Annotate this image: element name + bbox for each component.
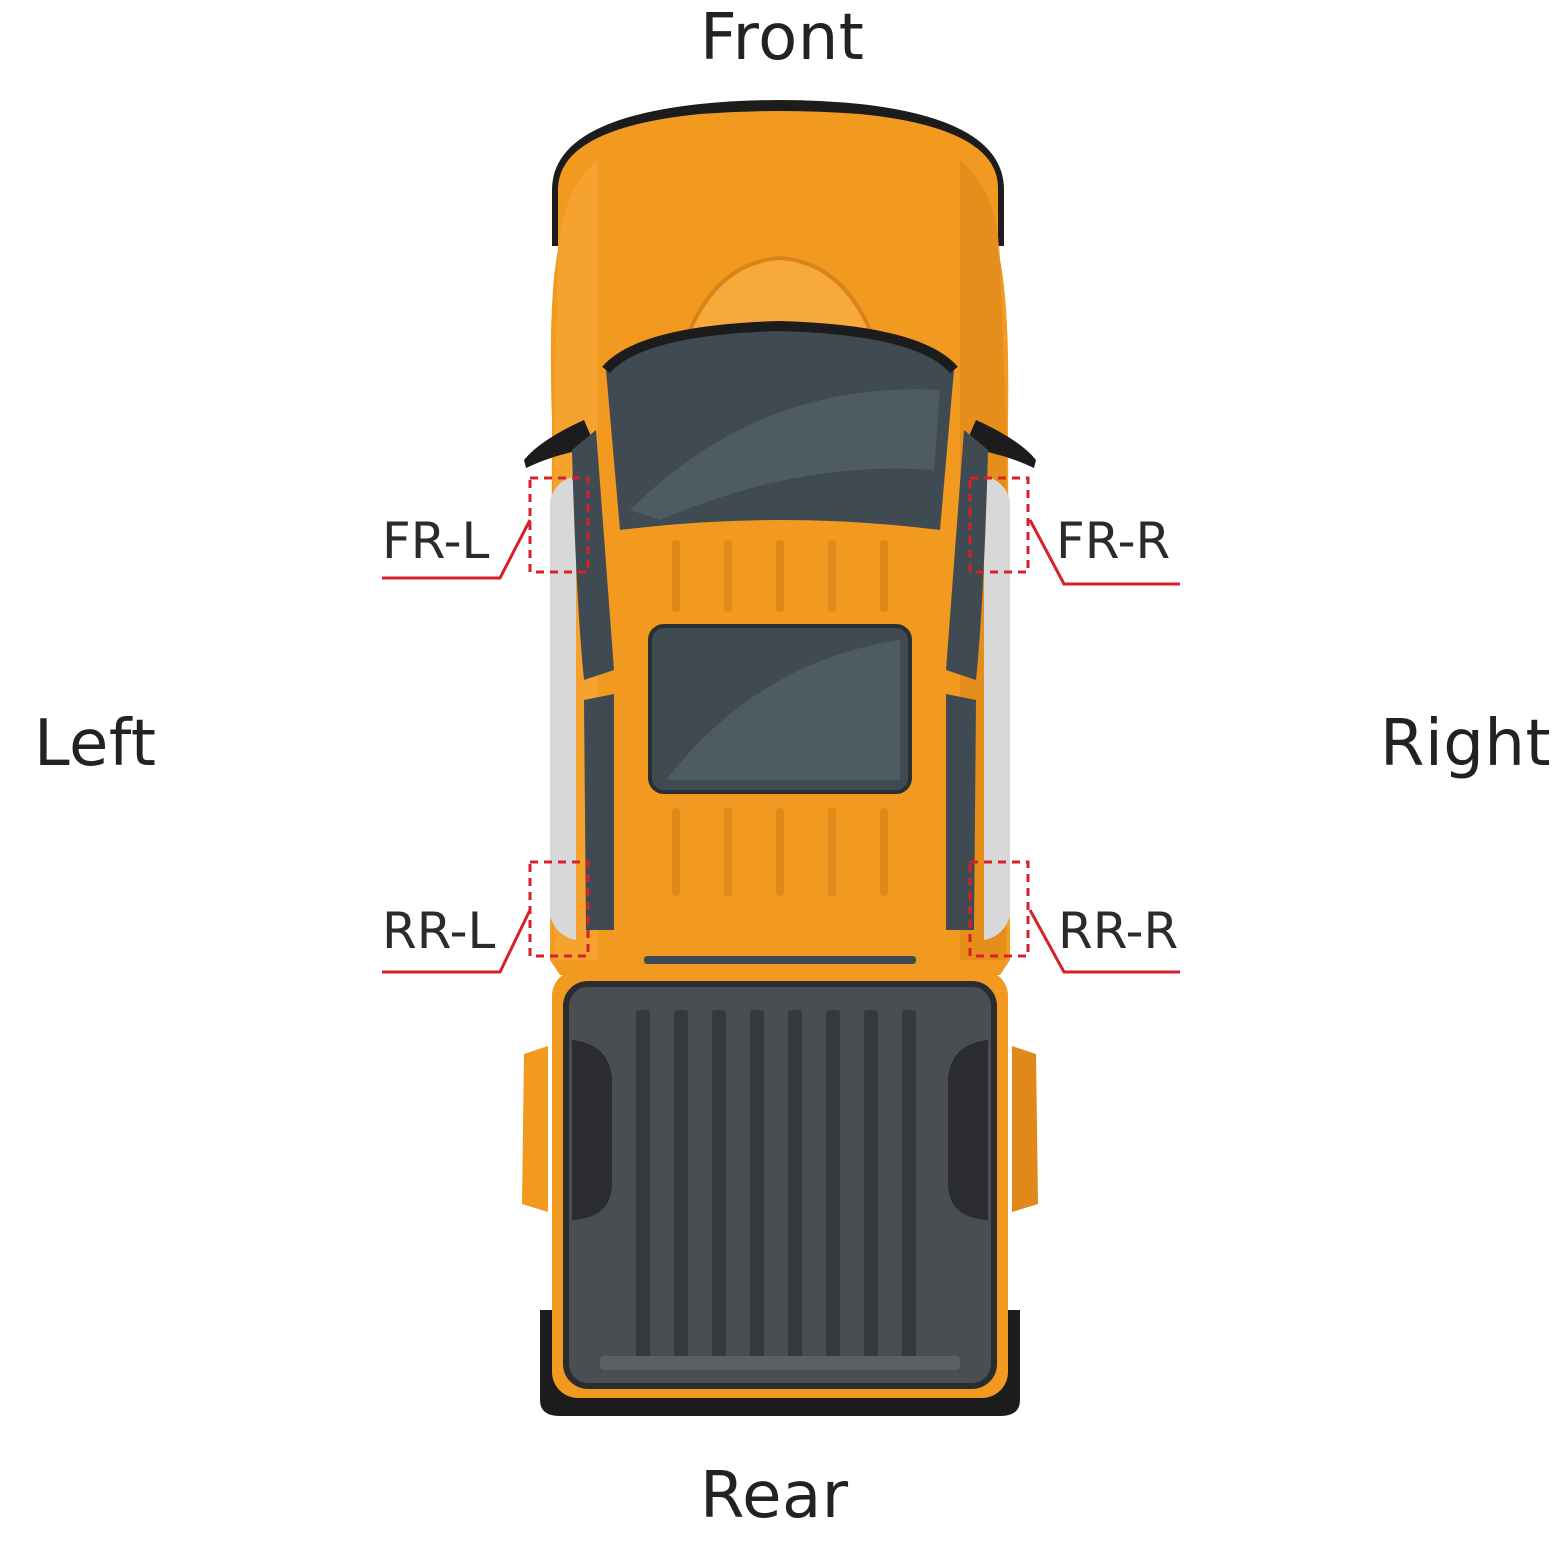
tire-label-rear-right: RR-R (1058, 902, 1179, 960)
roof-ribs-front (672, 540, 888, 612)
front-label: Front (700, 1, 865, 75)
sunroof-reflection (666, 640, 900, 780)
marker-box-frl (528, 476, 590, 574)
bed-wheel-arch-right (1012, 1046, 1038, 1212)
right-label: Right (1380, 707, 1552, 781)
left-front-side-window (572, 430, 614, 680)
rear-cab-trim (644, 956, 916, 964)
leader-lines (382, 519, 1180, 974)
hood-bulge-edge (688, 255, 872, 331)
windshield-reflection (630, 389, 940, 520)
hood-bulge (690, 258, 870, 330)
leader-line-rrl (382, 909, 532, 974)
rear-label: Rear (700, 1459, 849, 1533)
leader-line-frr (1028, 519, 1180, 586)
marker-box-frr (968, 476, 1030, 574)
left-running-board (550, 476, 576, 940)
leader-line-rrr (1028, 909, 1180, 974)
tire-markers (528, 476, 1030, 958)
marker-box-rrr (968, 860, 1030, 958)
leader-line-frl (382, 519, 532, 580)
tire-label-rear-left: RR-L (382, 902, 496, 960)
truck-bed (563, 981, 997, 1389)
bed-right-wheel-well (948, 1040, 988, 1220)
right-running-board (984, 476, 1010, 940)
tailgate-strip (600, 1356, 960, 1370)
tire-label-front-left: FR-L (382, 512, 490, 570)
marker-box-rrl (528, 860, 590, 958)
right-mirror (964, 420, 1036, 468)
left-label: Left (34, 707, 157, 781)
roof-ribs-rear (672, 808, 888, 896)
left-mirror (524, 420, 596, 468)
left-rear-side-window (584, 694, 614, 930)
bed-ribs (636, 1010, 916, 1360)
right-front-side-window (946, 430, 988, 680)
tire-label-front-right: FR-R (1056, 512, 1171, 570)
bed-left-wheel-well (572, 1040, 612, 1220)
bed-wheel-arch-left (522, 1046, 548, 1212)
windshield-edge (602, 320, 958, 374)
